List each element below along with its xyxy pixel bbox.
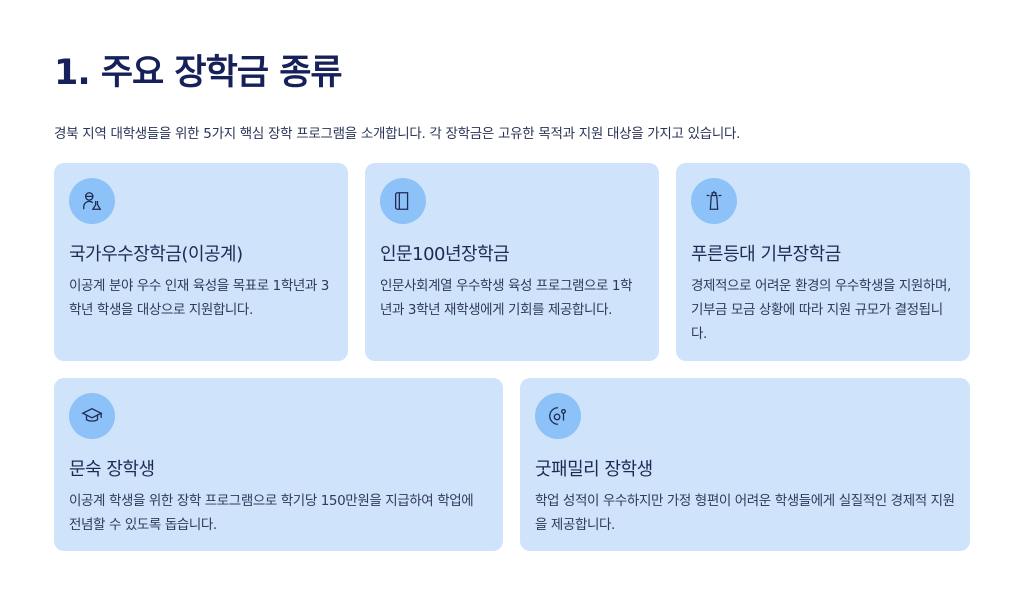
card-description: 학업 성적이 우수하지만 가정 형편이 어려운 학생들에게 실질적인 경제적 지… — [535, 493, 955, 533]
card-title: 인문100년장학금 — [380, 244, 510, 265]
graduation-cap-icon — [69, 393, 115, 439]
page-title: 1. 주요 장학금 종류 — [54, 53, 343, 93]
scholarship-card: 문숙 장학생 이공계 학생을 위한 장학 프로그램으로 학기당 150만원을 지… — [54, 378, 503, 551]
card-description: 이공계 분야 우수 인재 육성을 목표로 1학년과 3학년 학생을 대상으로 지… — [69, 278, 329, 318]
card-description: 인문사회계열 우수학생 육성 프로그램으로 1학년과 3학년 재학생에게 기회를… — [380, 278, 633, 318]
scientist-icon — [69, 178, 115, 224]
lighthouse-icon — [691, 178, 737, 224]
family-icon — [535, 393, 581, 439]
scholarship-card: 푸른등대 기부장학금 경제적으로 어려운 환경의 우수학생을 지원하며, 기부금… — [676, 163, 970, 361]
card-title: 국가우수장학금(이공계) — [69, 244, 243, 265]
card-description: 이공계 학생을 위한 장학 프로그램으로 학기당 150만원을 지급하여 학업에… — [69, 493, 474, 533]
scholarship-card: 국가우수장학금(이공계) 이공계 분야 우수 인재 육성을 목표로 1학년과 3… — [54, 163, 348, 361]
card-title: 굿패밀리 장학생 — [535, 459, 653, 480]
book-icon — [380, 178, 426, 224]
card-title: 문숙 장학생 — [69, 459, 155, 480]
card-description: 경제적으로 어려운 환경의 우수학생을 지원하며, 기부금 모금 상황에 따라 … — [691, 278, 951, 342]
card-title: 푸른등대 기부장학금 — [691, 244, 841, 265]
scholarship-card: 인문100년장학금 인문사회계열 우수학생 육성 프로그램으로 1학년과 3학년… — [365, 163, 659, 361]
page-subtitle: 경북 지역 대학생들을 위한 5가지 핵심 장학 프로그램을 소개합니다. 각 … — [54, 126, 741, 142]
scholarship-card: 굿패밀리 장학생 학업 성적이 우수하지만 가정 형편이 어려운 학생들에게 실… — [520, 378, 970, 551]
